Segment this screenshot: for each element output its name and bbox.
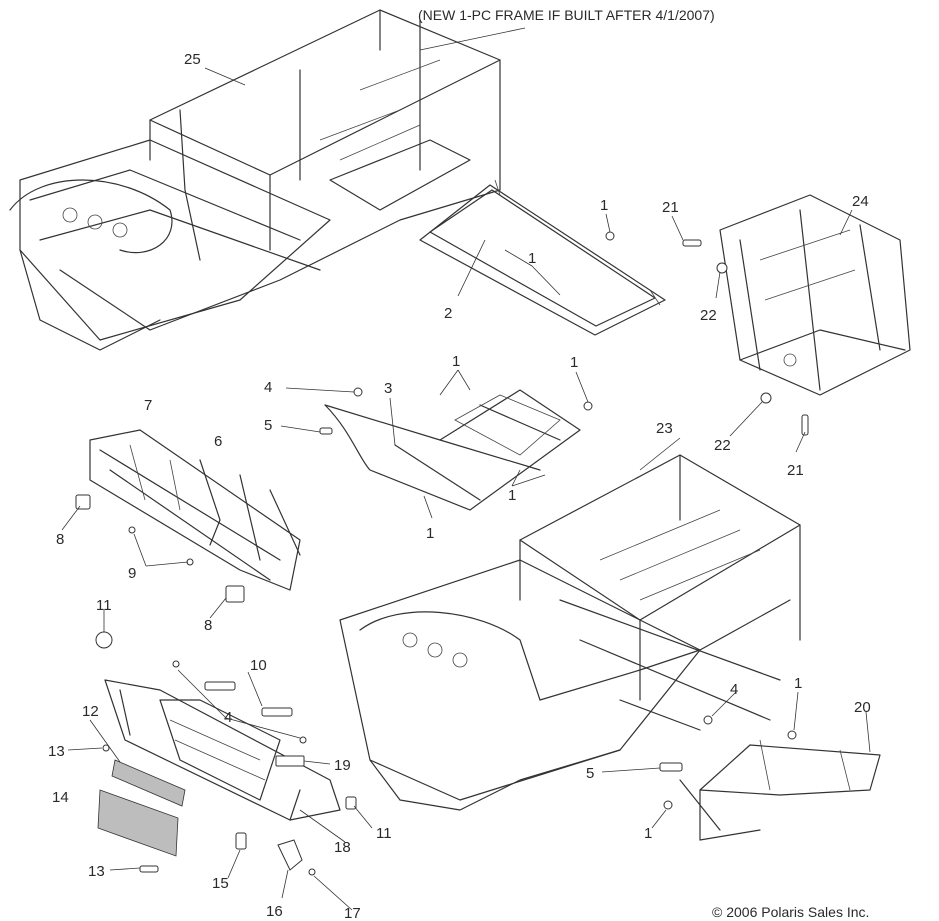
callout-2: 2 [444, 305, 452, 322]
callout-25: 25 [184, 51, 201, 68]
front-bumper [97, 679, 341, 857]
callout-1: 1 [600, 197, 608, 214]
callout-16: 16 [266, 903, 283, 920]
callout-22: 22 [700, 307, 717, 324]
callout-1: 1 [644, 825, 652, 842]
leader-lines [61, 27, 871, 911]
skid-plate [419, 179, 666, 336]
middle-rack [324, 389, 581, 511]
rear-frame-section [719, 194, 911, 396]
callout-10: 10 [250, 657, 267, 674]
callout-1: 1 [426, 525, 434, 542]
callout-23: 23 [656, 420, 673, 437]
callout-4: 4 [264, 379, 272, 396]
callout-7: 7 [144, 397, 152, 414]
callout-13: 13 [88, 863, 105, 880]
callout-17: 17 [344, 905, 361, 921]
header-note: (NEW 1-PC FRAME IF BUILT AFTER 4/1/2007) [418, 7, 715, 23]
callout-12: 12 [82, 703, 99, 720]
callout-5: 5 [264, 417, 272, 434]
callout-labels: 25 21 24 1 22 2 1 1 4 3 1 5 23 22 7 6 21… [48, 51, 871, 921]
callout-11: 11 [96, 597, 112, 614]
front-bracket [89, 429, 301, 591]
callout-1: 1 [794, 675, 802, 692]
callout-19: 19 [334, 757, 351, 774]
copyright: © 2006 Polaris Sales Inc. [712, 904, 869, 920]
callout-6: 6 [214, 433, 222, 450]
callout-14: 14 [52, 789, 69, 806]
callout-11: 11 [376, 825, 392, 842]
callout-1: 1 [452, 353, 460, 370]
callout-3: 3 [384, 380, 392, 397]
main-frame-lower [339, 454, 801, 811]
callout-1: 1 [528, 250, 536, 267]
callout-1: 1 [570, 354, 578, 371]
callout-18: 18 [334, 839, 351, 856]
callout-21: 21 [787, 462, 804, 479]
callout-9: 9 [128, 565, 136, 582]
rear-bracket [679, 739, 881, 841]
callout-20: 20 [854, 699, 871, 716]
hardware [75, 231, 809, 876]
callout-1: 1 [508, 487, 516, 504]
callout-4: 4 [224, 709, 232, 726]
callout-13: 13 [48, 743, 65, 760]
callout-21: 21 [662, 199, 679, 216]
callout-15: 15 [212, 875, 229, 892]
callout-8: 8 [56, 531, 64, 548]
callout-24: 24 [852, 193, 869, 210]
main-frame-top [9, 9, 501, 351]
callout-8: 8 [204, 617, 212, 634]
callout-22: 22 [714, 437, 731, 454]
callout-4: 4 [730, 681, 738, 698]
callout-5: 5 [586, 765, 594, 782]
